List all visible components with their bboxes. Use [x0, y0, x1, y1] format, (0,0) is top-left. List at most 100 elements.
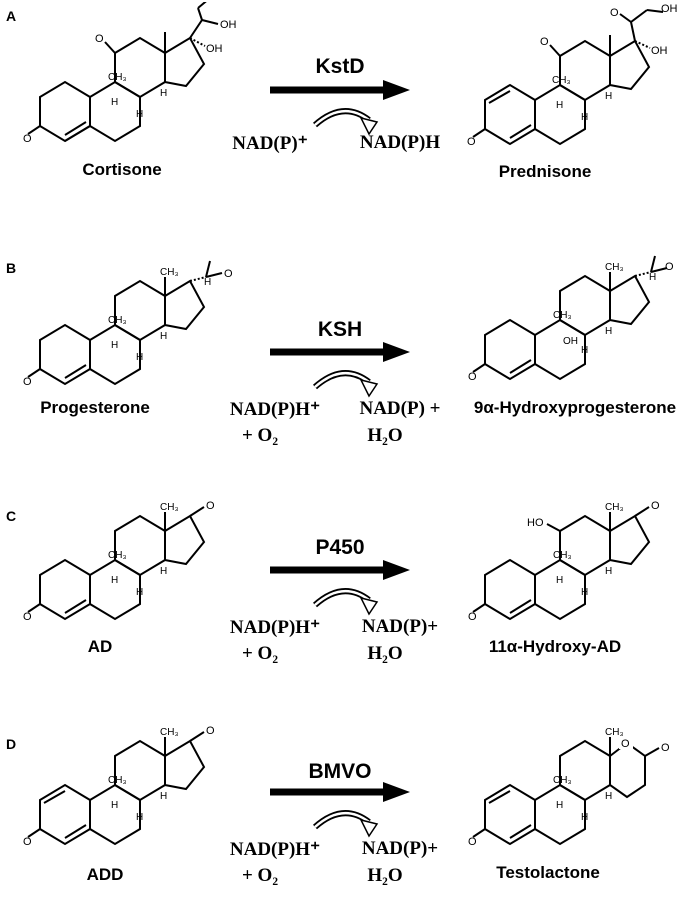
product-name: Prednisone: [498, 162, 592, 181]
atom: H: [605, 326, 612, 337]
product-name: Testolactone: [496, 863, 600, 882]
atom: H: [111, 97, 118, 108]
atom: O: [651, 500, 660, 512]
reaction-arrow: [270, 782, 410, 838]
atom: H: [160, 88, 167, 99]
panel-c: C O O CH₃ CH₃ H H H AD P450 NAD(P)H⁺ + O…: [0, 480, 680, 690]
panel-label: C: [6, 508, 17, 524]
panel-label: A: [6, 8, 17, 24]
atom: H: [204, 277, 211, 288]
cofactor-out-water: H₂O: [367, 865, 403, 886]
cofactor-in: NAD(P)⁺: [232, 133, 308, 154]
atom: H: [556, 800, 563, 811]
atom: H: [136, 109, 143, 120]
atom: O: [468, 836, 477, 848]
atom: O: [665, 261, 674, 273]
atom: OH: [206, 43, 223, 55]
panel-a: A O O: [0, 0, 680, 220]
ad-structure: O O CH₃ CH₃ H H H: [23, 500, 215, 623]
atom: H: [111, 340, 118, 351]
atom: O: [661, 742, 670, 754]
cofactor-in: NAD(P)H⁺: [229, 399, 321, 420]
enzyme-name: P450: [315, 536, 365, 559]
atom: CH₃: [553, 775, 572, 786]
atom: O: [540, 36, 549, 48]
atom: H: [581, 112, 588, 123]
atom: H: [605, 566, 612, 577]
atom: O: [23, 611, 32, 623]
atom: CH₃: [605, 502, 624, 513]
atom: OH: [220, 19, 237, 31]
substrate-name: Progesterone: [40, 398, 150, 417]
atom: H: [605, 91, 612, 102]
atom: O: [23, 836, 32, 848]
atom: OH: [661, 3, 678, 15]
panel-label: D: [6, 736, 17, 752]
reaction-arrow: [270, 80, 410, 136]
cofactor-in: NAD(P)H⁺: [229, 617, 321, 638]
atom: H: [556, 100, 563, 111]
hydroxyprogesterone-structure: O O CH₃ H CH₃ OH H H: [468, 255, 674, 383]
enzyme-name: KstD: [315, 55, 365, 78]
atom: CH₃: [605, 262, 624, 273]
atom: HO: [527, 517, 544, 529]
atom: CH₃: [605, 727, 624, 738]
atom: CH₃: [108, 775, 127, 786]
cofactor-out: NAD(P)+: [361, 616, 439, 637]
substrate-name: ADD: [86, 865, 124, 884]
cofactor-in-o2: + O₂: [241, 643, 279, 664]
atom: OH: [651, 45, 668, 57]
panel-b: B O O CH₃ H CH₃ H H H Progesterone KSH: [0, 250, 680, 465]
atom: H: [136, 587, 143, 598]
product-name: 9α-Hydroxyprogesterone: [473, 398, 677, 417]
atom: O: [467, 136, 476, 148]
atom: H: [160, 791, 167, 802]
atom: O: [23, 376, 32, 388]
atom: H: [136, 352, 143, 363]
atom: CH₃: [160, 267, 179, 278]
atom: CH₃: [108, 550, 127, 561]
substrate-name: AD: [87, 637, 113, 656]
product-name: 11α-Hydroxy-AD: [488, 637, 622, 656]
cofactor-out-water: H₂O: [367, 643, 403, 664]
cofactor-out: NAD(P) +: [359, 398, 441, 419]
substrate-name: Cortisone: [82, 160, 162, 179]
atom: O: [468, 611, 477, 623]
atom: CH₃: [552, 75, 571, 86]
atom: CH₃: [553, 550, 572, 561]
atom: H: [581, 345, 588, 356]
atom: H: [581, 812, 588, 823]
reaction-arrow: [270, 342, 410, 398]
atom: H: [605, 791, 612, 802]
atom: O: [206, 500, 215, 512]
panel-label: B: [6, 260, 17, 276]
panel-d: D O O CH₃ CH₃ H H H ADD BMVO NAD(P)H⁺ + …: [0, 710, 680, 899]
progesterone-structure: O O CH₃ H CH₃ H H H: [23, 260, 233, 388]
atom: H: [649, 272, 656, 283]
testolactone-structure: CH₃ O O O CH₃ H H H: [468, 727, 670, 848]
cortisone-structure: O O CH₃ H H H OH OH: [23, 2, 237, 145]
atom: O: [23, 133, 32, 145]
cofactor-out-water: H₂O: [367, 425, 403, 446]
cofactor-in-o2: + O₂: [241, 425, 279, 446]
atom: O: [95, 33, 104, 45]
atom: CH₃: [108, 72, 127, 83]
hydroxy-ad-structure: O HO CH₃ O CH₃ H H H: [468, 500, 660, 623]
enzyme-name: BMVO: [308, 760, 372, 783]
atom: H: [111, 800, 118, 811]
atom: H: [111, 575, 118, 586]
atom: H: [160, 566, 167, 577]
atom: O: [468, 371, 477, 383]
prednisone-structure: O O CH₃ H H H OH O OH: [467, 3, 678, 148]
reaction-arrow: [270, 560, 410, 616]
add-structure: O O CH₃ CH₃ H H H: [23, 725, 215, 848]
atom: CH₃: [553, 310, 572, 321]
cofactor-out: NAD(P)H: [359, 132, 441, 153]
atom: CH₃: [160, 502, 179, 513]
atom: H: [581, 587, 588, 598]
atom: OH: [563, 336, 578, 347]
enzyme-name: KSH: [317, 318, 363, 341]
cofactor-in-o2: + O₂: [241, 865, 279, 886]
atom: O: [224, 268, 233, 280]
atom: O: [621, 738, 630, 750]
